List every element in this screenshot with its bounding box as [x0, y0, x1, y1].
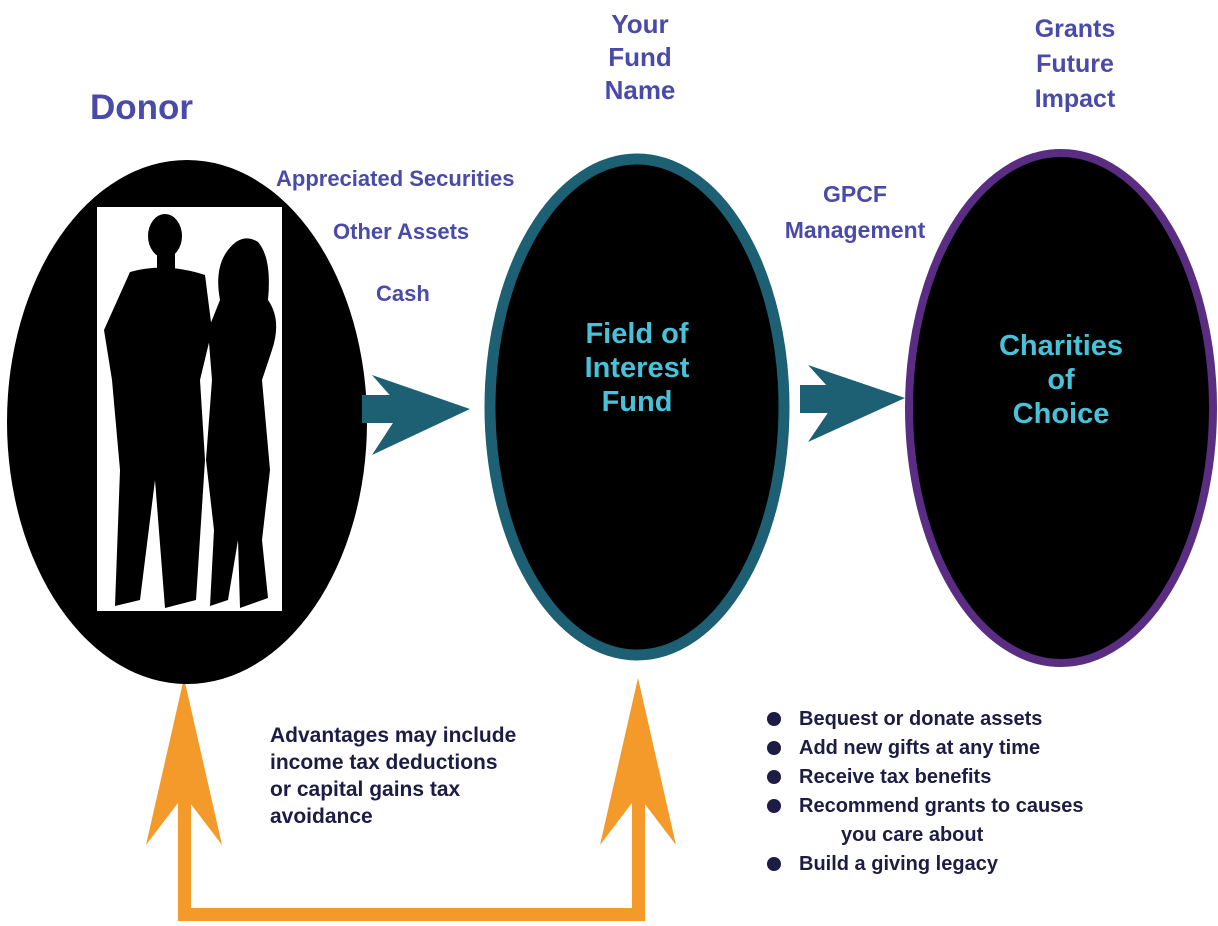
list-item: Bequest or donate assets: [763, 705, 1084, 734]
advantages-line: or capital gains tax: [270, 778, 461, 801]
grants-title-line: Future: [1036, 50, 1114, 78]
bullet-icon: [767, 741, 781, 755]
benefit-text: you care about: [841, 824, 984, 846]
charities-label: Charities of Choice: [961, 329, 1161, 431]
fund-label-line: Interest: [584, 352, 690, 384]
fund-title-line: Name: [604, 75, 676, 105]
flow-arrow-2: [800, 365, 905, 442]
fund-label: Field of Interest Fund: [537, 317, 737, 419]
donor-title: Donor: [90, 88, 194, 127]
fund-label-line: Fund: [601, 386, 673, 418]
fund-title-line: Fund: [608, 42, 672, 72]
charities-label-line: of: [1047, 364, 1075, 396]
charities-label-line: Charities: [998, 330, 1124, 362]
advantages-text: Advantages may include income tax deduct…: [270, 722, 590, 830]
flow-arrow-1: [362, 375, 470, 455]
management-line: GPCF: [823, 181, 887, 207]
benefits-list: Bequest or donate assets Add new gifts a…: [763, 705, 1084, 879]
list-item: Recommend grants to causes: [763, 792, 1084, 821]
list-item: Receive tax benefits: [763, 763, 1084, 792]
flow-input-cash: Cash: [376, 281, 430, 306]
management-label: GPCF Management: [775, 176, 935, 248]
fund-title-line: Your: [611, 9, 669, 39]
fund-ellipse: [484, 153, 790, 661]
advantages-line: Advantages may include: [270, 724, 517, 747]
list-item: Add new gifts at any time: [763, 734, 1084, 763]
grants-title: Grants Future Impact: [1005, 12, 1145, 117]
flow-input-securities: Appreciated Securities: [276, 166, 515, 191]
fund-title: Your Fund Name: [560, 8, 720, 107]
management-line: Management: [784, 217, 926, 243]
benefit-text: Add new gifts at any time: [799, 737, 1041, 759]
feedback-arrow: [146, 678, 676, 921]
benefit-text: Build a giving legacy: [799, 853, 998, 875]
bullet-icon: [767, 770, 781, 784]
bullet-icon: [767, 857, 781, 871]
grants-title-line: Grants: [1034, 15, 1116, 43]
benefit-text: Receive tax benefits: [799, 766, 992, 788]
list-item-continuation: you care about: [763, 821, 1084, 850]
bullet-icon: [767, 799, 781, 813]
grants-title-line: Impact: [1034, 85, 1116, 113]
list-item: Build a giving legacy: [763, 850, 1084, 879]
benefit-text: Recommend grants to causes: [799, 795, 1084, 817]
benefit-text: Bequest or donate assets: [799, 708, 1043, 730]
charities-label-line: Choice: [1012, 398, 1110, 430]
charities-ellipse: [905, 149, 1217, 667]
fund-label-line: Field of: [585, 318, 689, 350]
flow-input-other-assets: Other Assets: [333, 219, 470, 244]
advantages-line: avoidance: [270, 805, 373, 828]
bullet-icon: [767, 712, 781, 726]
couple-silhouette-icon: [104, 214, 277, 608]
advantages-line: income tax deductions: [270, 751, 498, 774]
